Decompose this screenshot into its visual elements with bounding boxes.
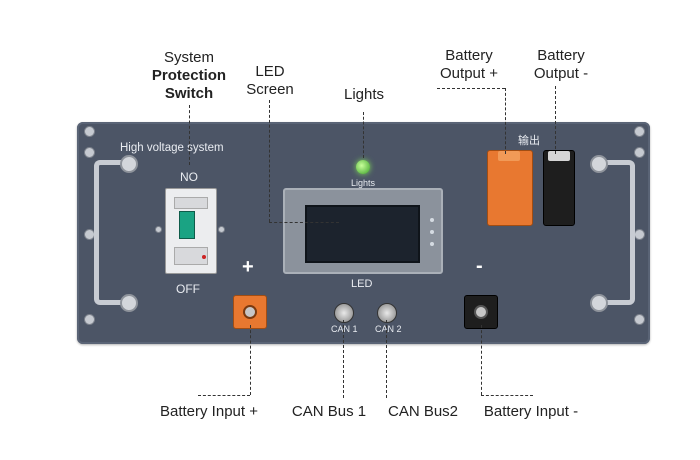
leader-line: [386, 320, 387, 398]
screw: [634, 314, 645, 325]
led-screen: [283, 188, 443, 274]
leader-line: [555, 86, 556, 154]
screw: [84, 126, 95, 137]
callout-system-protection-switch: System Protection Switch: [142, 49, 236, 103]
output-panel-label: 输出: [518, 135, 540, 147]
left-handle: [94, 160, 132, 305]
can1-panel-label: CAN 1: [331, 324, 358, 334]
callout-line: Battery: [445, 47, 493, 64]
lcd-button[interactable]: [430, 218, 434, 222]
panel-title: High voltage system: [120, 142, 224, 154]
switch-plate: [174, 197, 208, 209]
can2-panel-label: CAN 2: [375, 324, 402, 334]
leader-line: [198, 395, 250, 396]
switch-red-dot: [202, 255, 206, 259]
indicator-light: [356, 160, 370, 174]
lcd-button[interactable]: [430, 242, 434, 246]
callout-line: LED: [255, 63, 285, 80]
switch-screw: [155, 226, 162, 233]
handle-mount: [120, 294, 138, 312]
battery-input-plus-connector[interactable]: [233, 295, 267, 329]
leader-line: [505, 88, 506, 154]
leader-line: [269, 100, 270, 222]
can-bus-2-port[interactable]: [377, 303, 397, 323]
connector-pin: [243, 305, 257, 319]
callout-line: Screen: [246, 81, 294, 98]
battery-output-plus-connector[interactable]: [487, 150, 533, 226]
switch-screw: [218, 226, 225, 233]
lcd-display: [305, 205, 420, 263]
callout-battery-output-minus: Battery Output -: [528, 47, 594, 83]
callout-can-bus-2: CAN Bus2: [387, 403, 459, 420]
leader-line: [250, 325, 251, 395]
handle-mount: [590, 155, 608, 173]
leader-line: [269, 222, 339, 223]
connector-latch: [498, 151, 520, 161]
leader-line: [363, 112, 364, 158]
system-protection-switch[interactable]: [165, 188, 217, 274]
handle-mount: [120, 155, 138, 173]
callout-line: Battery: [537, 47, 585, 64]
callout-line: System: [163, 49, 214, 66]
switch-on-label: NO: [180, 170, 198, 184]
led-panel-label: LED: [351, 278, 373, 290]
switch-lever: [179, 211, 195, 239]
leader-line: [189, 105, 190, 165]
handle-mount: [590, 294, 608, 312]
battery-output-minus-connector[interactable]: [543, 150, 575, 226]
screw: [84, 314, 95, 325]
callout-battery-output-plus: Battery Output +: [434, 47, 504, 83]
leader-line: [437, 88, 505, 89]
lights-panel-label: Lights: [351, 178, 376, 188]
callout-line: Output +: [440, 65, 498, 82]
right-handle: [597, 160, 635, 305]
switch-rating-plate: [174, 247, 208, 265]
leader-line: [481, 325, 482, 395]
plus-sign: +: [242, 256, 254, 278]
callout-battery-input-plus: Battery Input +: [160, 403, 258, 420]
screw: [84, 147, 95, 158]
leader-line: [343, 320, 344, 398]
callout-can-bus-1: CAN Bus 1: [291, 403, 367, 420]
callout-line: Switch: [164, 85, 214, 102]
connector-pin: [474, 305, 488, 319]
switch-off-label: OFF: [176, 282, 200, 296]
screw: [634, 147, 645, 158]
callout-battery-input-minus: Battery Input -: [483, 403, 579, 420]
leader-line: [481, 395, 533, 396]
screw: [634, 229, 645, 240]
callout-lights: Lights: [343, 86, 385, 103]
callout-line: Output -: [533, 65, 589, 82]
can-bus-1-port[interactable]: [334, 303, 354, 323]
callout-line: Protection: [151, 67, 227, 84]
lcd-button[interactable]: [430, 230, 434, 234]
battery-input-minus-connector[interactable]: [464, 295, 498, 329]
screw: [634, 126, 645, 137]
connector-latch: [548, 151, 570, 161]
callout-led-screen: LED Screen: [240, 63, 300, 99]
minus-sign: -: [476, 255, 483, 277]
